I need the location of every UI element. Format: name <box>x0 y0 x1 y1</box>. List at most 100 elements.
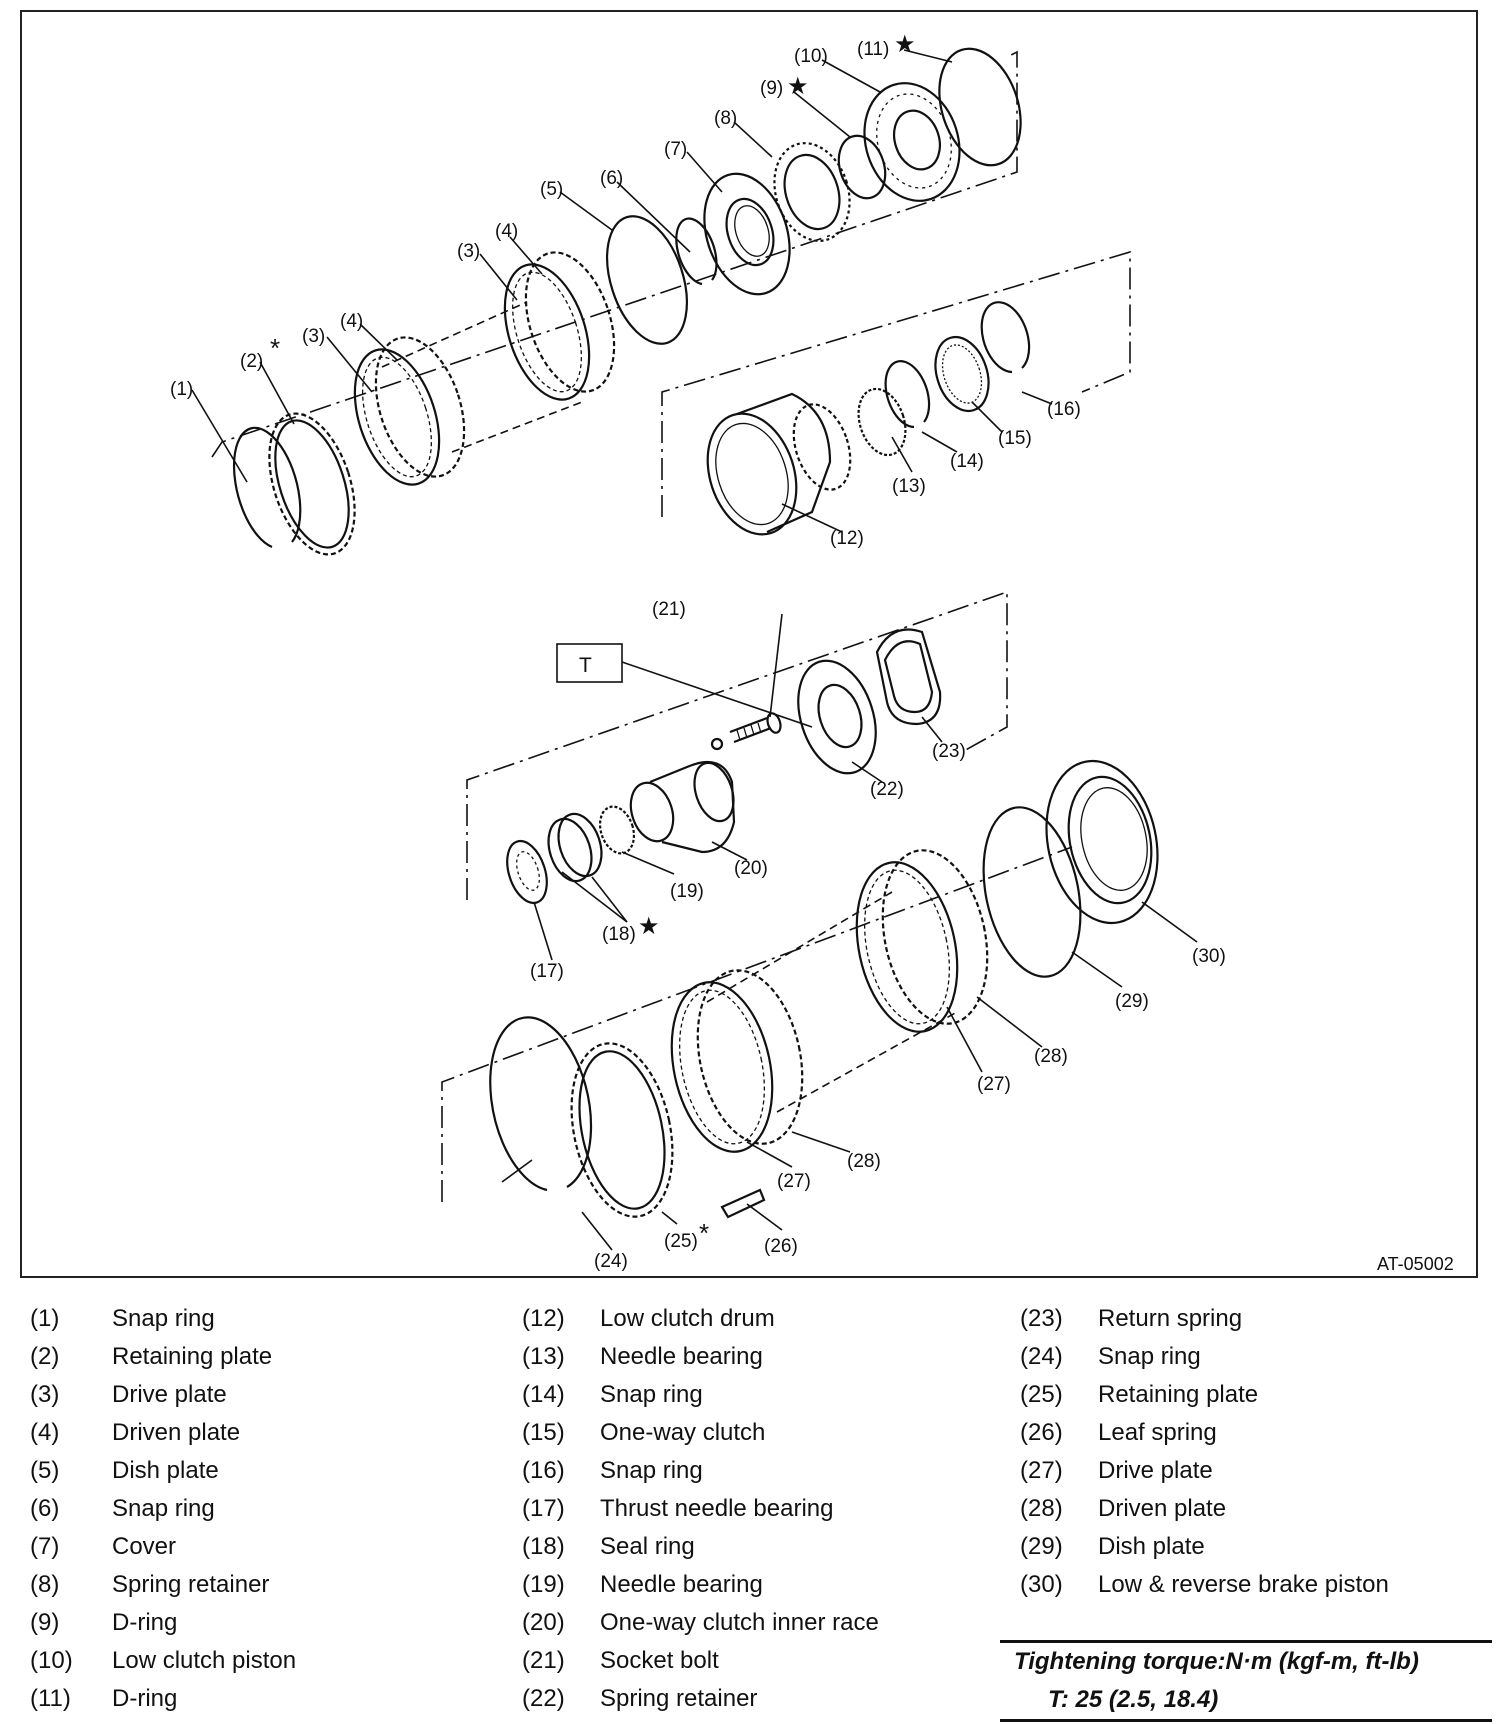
legend-item-name: Drive plate <box>112 1381 227 1408</box>
legend-item-number: (7) <box>30 1533 60 1560</box>
legend-item: (17)Thrust needle bearing <box>522 1490 879 1528</box>
legend-item: (13)Needle bearing <box>522 1338 879 1376</box>
part-16-snap-ring <box>980 301 1031 374</box>
legend-item-name: Snap ring <box>600 1457 703 1484</box>
legend-item-number: (9) <box>30 1609 60 1636</box>
torque-value: T: 25 (2.5, 18.4) <box>1048 1686 1219 1713</box>
callout-4-first: (4) <box>340 311 363 332</box>
legend-item-number: (6) <box>30 1495 60 1522</box>
part-1-snap-ring <box>232 426 302 549</box>
part-21-socket-bolt <box>710 712 782 751</box>
legend-item-name: Snap ring <box>112 1305 215 1332</box>
legend-item-name: Dish plate <box>1098 1533 1205 1560</box>
legend-item-number: (16) <box>522 1457 565 1484</box>
legend-item-number: (24) <box>1020 1343 1063 1370</box>
callout-27-second: (27) <box>977 1074 1011 1095</box>
callout-29: (29) <box>1115 991 1149 1012</box>
stack-line-lower-1 <box>706 891 893 1003</box>
legend-item-name: One-way clutch <box>600 1419 766 1446</box>
legend-item: (22)Spring retainer <box>522 1680 879 1718</box>
legend-item: (6)Snap ring <box>30 1490 296 1528</box>
legend-item-name: Return spring <box>1098 1305 1243 1332</box>
callout-13: (13) <box>892 476 926 497</box>
legend-item: (5) Dish plate <box>30 1452 296 1490</box>
legend-item-name: Dish plate <box>112 1457 219 1484</box>
callout-25-asterisk: * <box>699 1218 709 1248</box>
part-6-snap-ring <box>675 217 718 286</box>
diagram-svg: (1) (2) * (3) (4) (3) (4) (5) (6) (7) (8… <box>170 31 1454 1274</box>
callout-2: (2) <box>240 351 263 372</box>
boundary-lower <box>441 846 1073 1202</box>
boundary-top <box>211 50 1018 458</box>
legend-item: (12)Low clutch drum <box>522 1300 879 1338</box>
legend-item-name: D-ring <box>112 1685 178 1712</box>
callout-27-first: (27) <box>777 1171 811 1192</box>
callout-4-second: (4) <box>495 221 518 242</box>
legend-item: (4) Driven plate <box>30 1414 296 1452</box>
callout-6: (6) <box>600 168 623 189</box>
legend-item-number: (17) <box>522 1495 565 1522</box>
callout-18: (18) <box>602 924 636 945</box>
stack-line-lower-2 <box>776 1011 958 1113</box>
part-20-one-way-clutch-inner-race <box>629 760 736 854</box>
part-26-leaf-spring <box>720 1188 766 1219</box>
stack-line-upper-2 <box>451 401 583 453</box>
legend-item-number: (18) <box>522 1533 565 1560</box>
callout-22: (22) <box>870 779 904 800</box>
callout-12: (12) <box>830 528 864 549</box>
boundary-mid <box>466 590 1008 900</box>
part-17-thrust-needle-bearing <box>506 839 548 905</box>
legend-column-3: (23)Return spring(24)Snap ring(25)Retain… <box>1020 1300 1389 1604</box>
legend-item: (26) Leaf spring <box>1020 1414 1389 1452</box>
legend-item: (29) Dish plate <box>1020 1528 1389 1566</box>
part-23-return-spring <box>875 628 942 726</box>
legend-item-number: (5) <box>30 1457 60 1484</box>
callout-28-first: (28) <box>847 1151 881 1172</box>
legend-item-number: (29) <box>1020 1533 1063 1560</box>
legend-item: (20)One-way clutch inner race <box>522 1604 879 1642</box>
part-15-one-way-clutch <box>934 335 990 413</box>
legend-item-number: (15) <box>522 1419 565 1446</box>
legend-item-number: (20) <box>522 1609 565 1636</box>
legend-item-number: (14) <box>522 1381 565 1408</box>
legend-column-2: (12)Low clutch drum(13)Needle bearing(14… <box>522 1300 879 1718</box>
legend-item-name: Low clutch piston <box>112 1647 297 1674</box>
legend-item-number: (10) <box>30 1647 73 1674</box>
legend-item: (27)Drive plate <box>1020 1452 1389 1490</box>
legend-item-number: (12) <box>522 1305 565 1332</box>
part-13-needle-bearing <box>857 387 907 457</box>
callout-10: (10) <box>794 46 828 67</box>
legend-item: (23)Return spring <box>1020 1300 1389 1338</box>
legend-item-name: Driven plate <box>112 1419 241 1446</box>
callout-2-asterisk: * <box>270 333 280 363</box>
legend-item-name: Socket bolt <box>600 1647 719 1674</box>
callout-9-star: ★ <box>787 73 809 100</box>
legend-item-name: Snap ring <box>1098 1343 1201 1370</box>
callout-7: (7) <box>664 139 687 160</box>
callout-25: (25) <box>664 1231 698 1252</box>
legend-item-name: D-ring <box>112 1609 178 1636</box>
part-18-seal-ring <box>547 812 603 883</box>
callout-18-star: ★ <box>638 913 660 940</box>
legend-item-name: Snap ring <box>600 1381 703 1408</box>
t-box-label: T <box>579 654 592 677</box>
legend-item-number: (26) <box>1020 1419 1063 1446</box>
legend-item: (14) Snap ring <box>522 1376 879 1414</box>
part-29-dish-plate <box>982 806 1082 978</box>
legend-item-name: Drive plate <box>1098 1457 1213 1484</box>
torque-heading: Tightening torque:N·m (kgf-m, ft-lb) <box>1014 1648 1419 1675</box>
part-27-28-brake-pair-lower-right <box>855 849 989 1033</box>
legend-item-number: (4) <box>30 1419 60 1446</box>
legend-item: (16) Snap ring <box>522 1452 879 1490</box>
legend-item-name: Driven plate <box>1098 1495 1227 1522</box>
legend-item: (28)Driven plate <box>1020 1490 1389 1528</box>
part-2-retaining-plate <box>268 412 356 556</box>
legend-item-name: Leaf spring <box>1098 1419 1217 1446</box>
exploded-view-diagram: (1) (2) * (3) (4) (3) (4) (5) (6) (7) (8… <box>20 10 1478 1278</box>
part-5-dish-plate <box>606 215 688 345</box>
callout-24: (24) <box>594 1251 628 1272</box>
legend-item-number: (30) <box>1020 1571 1063 1598</box>
legend-item: (1)Snap ring <box>30 1300 296 1338</box>
stack-line-upper-1 <box>381 301 528 368</box>
part-12-low-clutch-drum <box>706 392 852 536</box>
